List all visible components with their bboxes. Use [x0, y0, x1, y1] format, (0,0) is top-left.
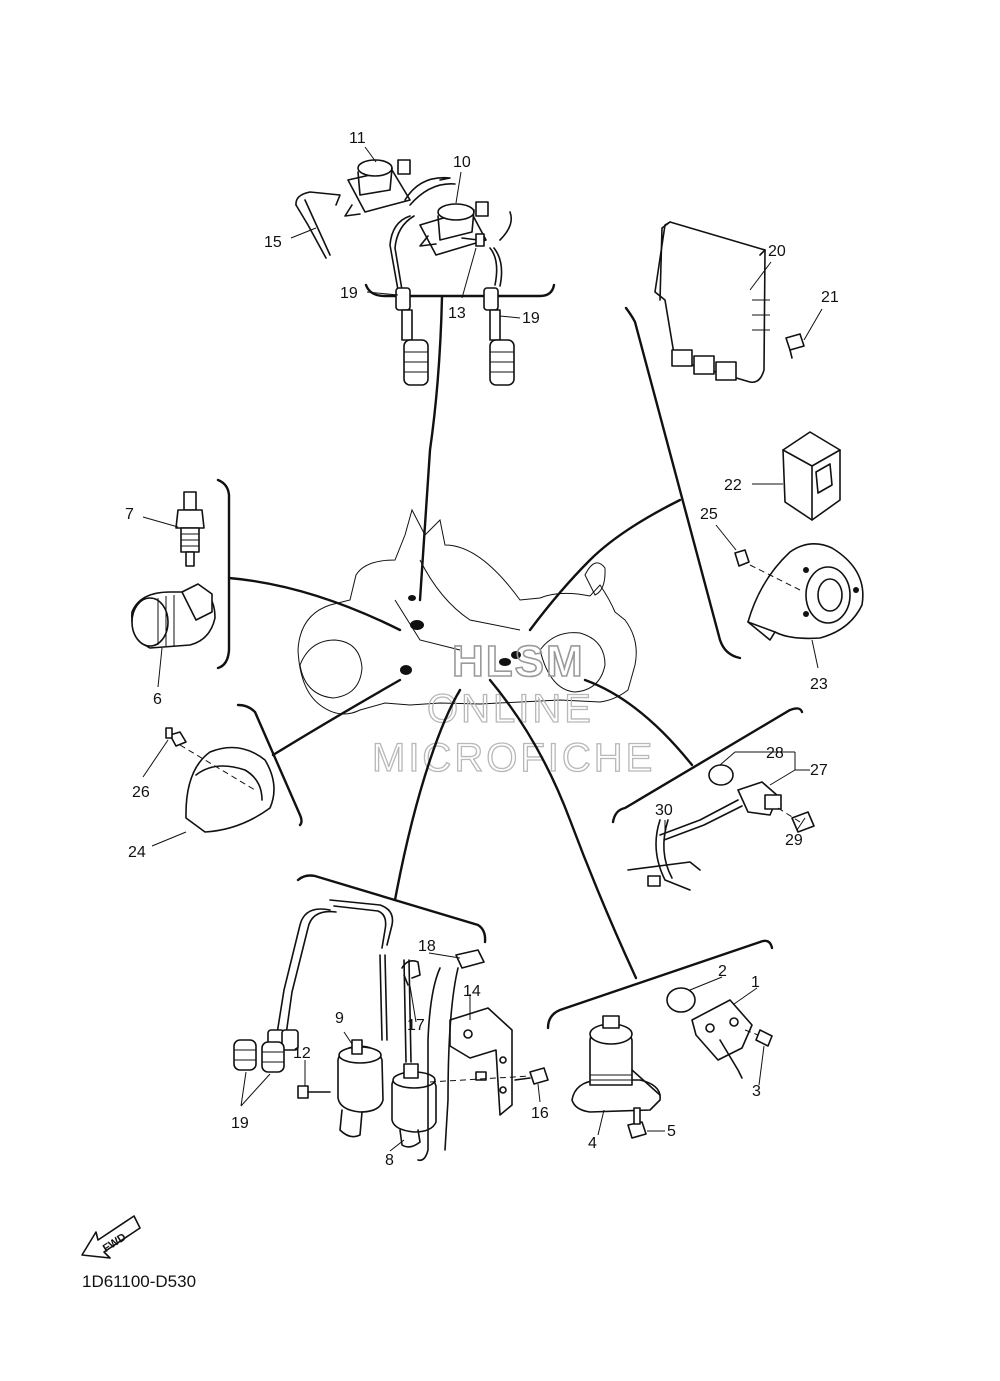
callout-3: 3	[752, 1083, 761, 1100]
bolt-26	[165, 727, 187, 747]
high-tension-leads	[389, 176, 513, 291]
callout-5: 5	[667, 1123, 676, 1140]
plug-cap-19-left	[395, 287, 429, 386]
callout-18: 18	[418, 938, 436, 955]
callout-19-bottom: 19	[231, 1115, 249, 1132]
watermark-line-3: MICROFICHE	[372, 736, 655, 780]
callout-9: 9	[335, 1010, 344, 1027]
ignition-coil-8	[391, 959, 437, 1148]
callout-30: 30	[655, 802, 673, 819]
wire-15	[295, 191, 341, 259]
callout-25: 25	[700, 506, 718, 523]
callout-22: 22	[724, 477, 742, 494]
callout-21: 21	[821, 289, 839, 306]
sender-4	[571, 1015, 661, 1113]
clip-17	[401, 960, 421, 986]
o-ring-28	[708, 764, 734, 786]
callout-10: 10	[453, 154, 471, 171]
spark-plug-leads-19	[233, 899, 394, 1073]
watermark-line-1: HLSM	[452, 637, 585, 686]
fwd-arrow-icon: FWD	[81, 1215, 141, 1259]
ignition-coil-11	[344, 159, 411, 217]
callout-29: 29	[785, 832, 803, 849]
ignition-coil-10	[419, 201, 489, 256]
horn-24	[179, 744, 275, 833]
callout-20: 20	[768, 243, 786, 260]
motorcycle-outline	[297, 508, 637, 715]
ignition-coil-9	[337, 954, 388, 1138]
screw-3	[744, 1029, 773, 1047]
callout-28: 28	[766, 745, 784, 762]
ecu-20	[654, 221, 770, 384]
bolt-5	[627, 1107, 647, 1139]
callout-13: 13	[448, 305, 466, 322]
callout-2: 2	[718, 963, 727, 980]
callout-leaders	[142, 146, 823, 1152]
bolt-12	[297, 1085, 331, 1099]
callout-6: 6	[153, 691, 162, 708]
gasket-2	[666, 987, 696, 1013]
harness-18	[417, 949, 485, 1162]
sensor-27	[659, 781, 782, 841]
callout-8: 8	[385, 1152, 394, 1169]
callout-4: 4	[588, 1135, 597, 1152]
callout-7: 7	[125, 506, 134, 523]
callout-19-top-right: 19	[522, 310, 540, 327]
bolt-16	[514, 1067, 549, 1085]
bolt-29	[777, 807, 815, 833]
screw-13	[461, 233, 485, 247]
callout-12: 12	[293, 1045, 311, 1062]
callout-17: 17	[407, 1017, 425, 1034]
callout-23: 23	[810, 676, 828, 693]
watermark-line-2: ONLINE	[427, 687, 594, 731]
bolt-21	[785, 333, 805, 359]
callout-15: 15	[264, 234, 282, 251]
callout-11: 11	[349, 130, 366, 147]
clamp-30	[627, 819, 701, 891]
thermo-sensor-7	[175, 491, 205, 567]
plug-cap-19-right	[483, 287, 515, 386]
callout-labels: 11 10 15 19 13 19 20 21 22 25 23 7 6 26 …	[125, 130, 839, 1169]
watermark: HLSM ONLINE MICROFICHE	[371, 636, 655, 780]
callout-1: 1	[751, 974, 760, 991]
callout-27: 27	[810, 762, 828, 779]
bolt-25	[734, 549, 801, 591]
callout-26: 26	[132, 784, 150, 801]
relay-22	[782, 431, 841, 521]
bracket-14	[429, 1007, 531, 1116]
callout-19-top-left: 19	[340, 285, 358, 302]
callout-14: 14	[463, 983, 481, 1000]
sensor-1	[691, 999, 753, 1079]
horn-23	[747, 543, 864, 641]
diagram-code: 1D61100-D530	[82, 1272, 197, 1291]
callout-24: 24	[128, 844, 146, 861]
callout-16: 16	[531, 1105, 549, 1122]
thermo-switch-6	[131, 583, 216, 649]
group-brackets	[216, 283, 804, 1030]
